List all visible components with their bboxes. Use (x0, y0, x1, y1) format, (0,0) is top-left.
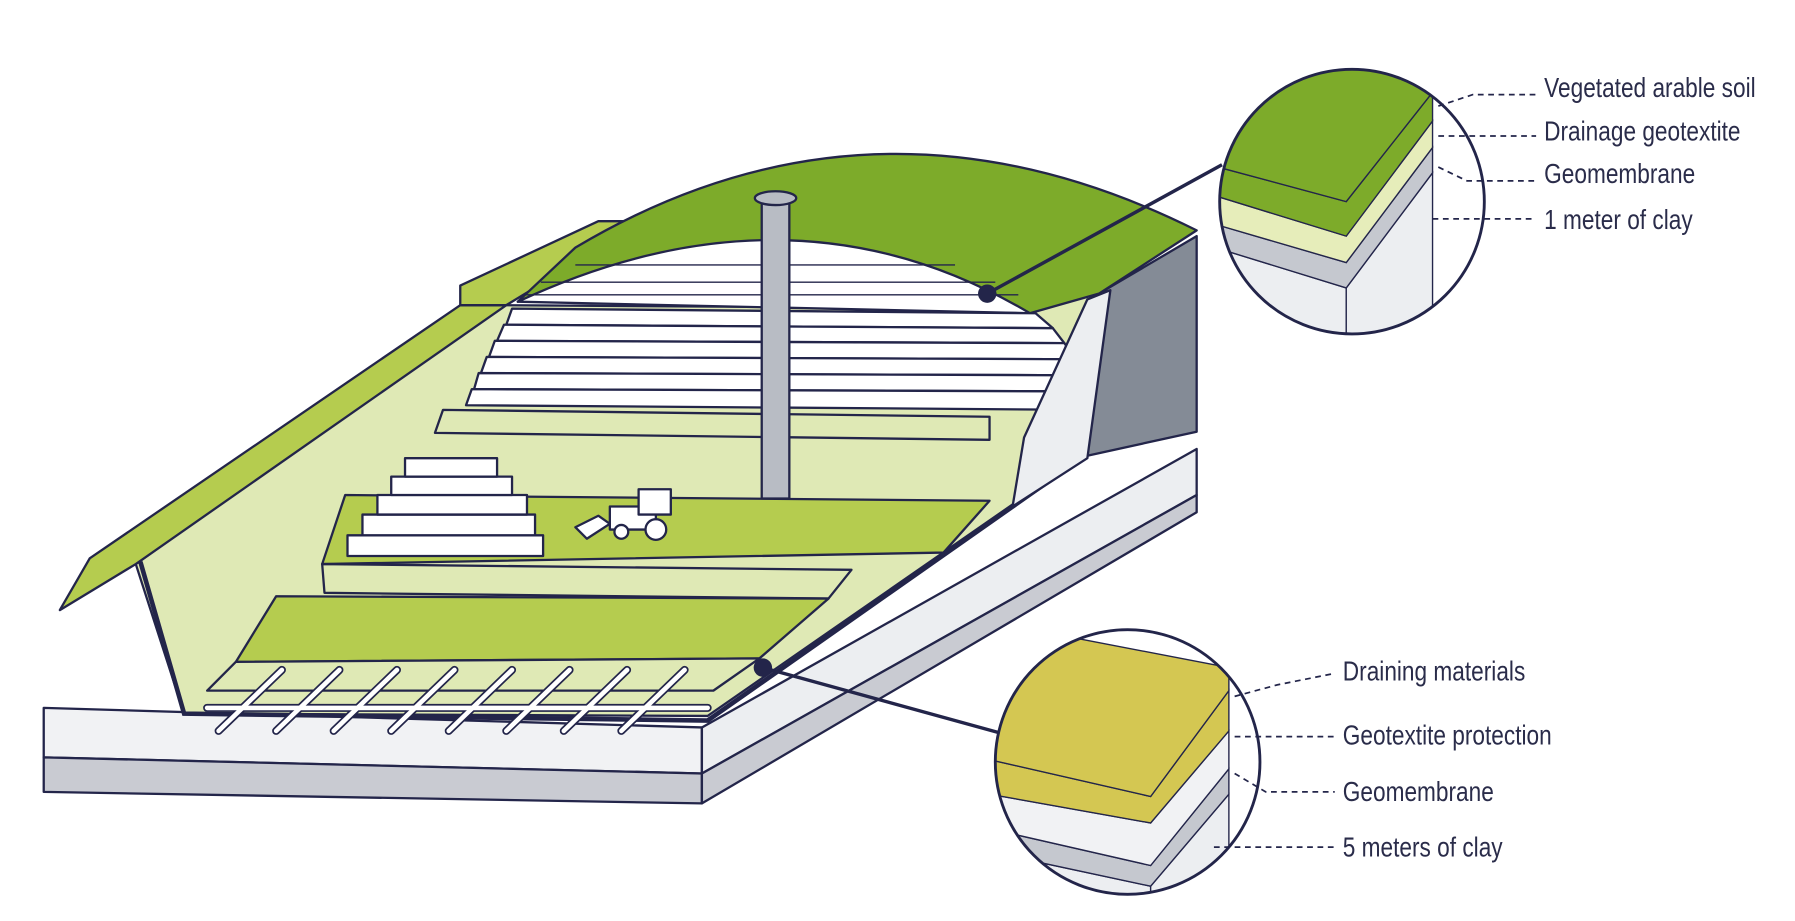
top-callout-dot (978, 284, 997, 303)
label-geomembrane-bottom: Geomembrane (1343, 777, 1494, 808)
top-callout-circle (1218, 67, 1486, 336)
gas-vent-pole (753, 190, 798, 500)
label-geotextite-protection: Geotextite protection (1343, 721, 1552, 752)
drain-layer (205, 657, 761, 692)
label-draining-materials: Draining materials (1343, 656, 1525, 687)
label-vegetated-arable-soil: Vegetated arable soil (1544, 73, 1755, 104)
waste-pyramid (346, 457, 545, 558)
label-5-meters-of-clay: 5 meters of clay (1343, 832, 1503, 863)
bottom-callout-circle (993, 628, 1262, 896)
ground-slab (42, 447, 1198, 805)
lower-step (321, 562, 853, 600)
label-drainage-geotextite: Drainage geotextite (1544, 117, 1740, 148)
lower-platform (234, 595, 830, 664)
bulldozer-icon (574, 488, 672, 542)
label-1-meter-of-clay: 1 meter of clay (1544, 205, 1693, 236)
top-callout-connector (986, 163, 1223, 296)
top-callout-labels: Vegetated arable soil Drainage geotextit… (1432, 73, 1756, 236)
bottom-callout-labels: Draining materials Geotextite protection… (1213, 656, 1552, 863)
bottom-callout-dot (753, 658, 773, 677)
label-geomembrane-top: Geomembrane (1544, 159, 1695, 190)
upper-platform (433, 408, 991, 441)
bottom-callout-connector (762, 665, 1023, 741)
